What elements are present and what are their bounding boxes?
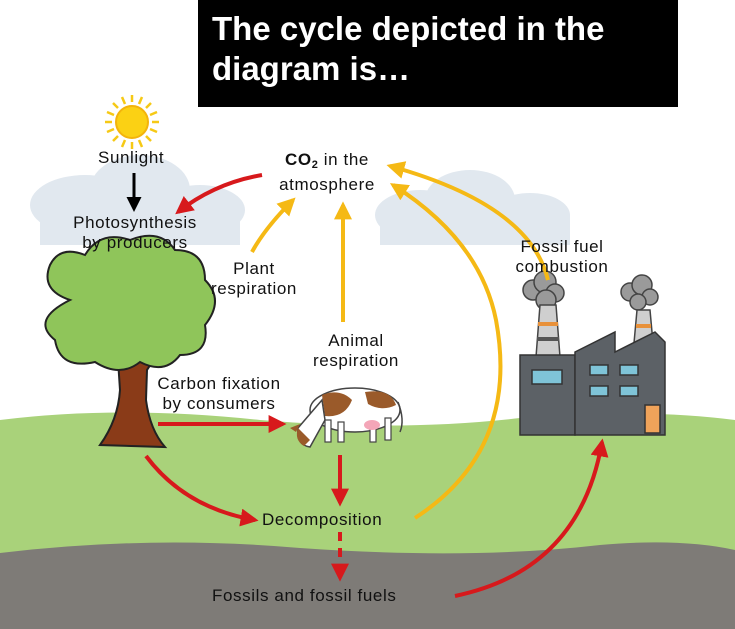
label-decomposition-text: Decomposition — [262, 510, 383, 529]
plant-respiration-arrow — [250, 197, 296, 253]
label-plant-respiration-line1: Plant — [233, 259, 275, 278]
label-co2-atmosphere: CO2 in the atmosphere — [262, 150, 392, 195]
tree-to-decomposition-arrow — [144, 454, 259, 527]
fossils-to-combustion-arrow — [454, 438, 609, 598]
label-photosynthesis: Photosynthesis by producers — [60, 213, 210, 253]
co2-to-photosynthesis-arrow — [175, 173, 263, 215]
cloud-icon — [375, 170, 570, 245]
label-animal-respiration: Animal respiration — [297, 331, 415, 371]
label-carbon-fixation-line1: Carbon fixation — [157, 374, 281, 393]
cow-icon — [290, 387, 403, 448]
label-plant-respiration: Plant respiration — [195, 259, 313, 299]
label-sunlight: Sunlight — [98, 148, 164, 168]
grass-field — [0, 412, 735, 560]
label-fossil-fuel-combustion: Fossil fuel combustion — [502, 237, 622, 277]
label-carbon-fixation-line2: by consumers — [162, 394, 276, 413]
label-co2-line1: CO2 in the — [262, 150, 392, 175]
tree-icon — [44, 234, 216, 449]
label-decomposition: Decomposition — [262, 510, 382, 530]
label-sunlight-text: Sunlight — [98, 148, 165, 167]
label-fossils-text: Fossils and fossil fuels — [212, 586, 397, 605]
label-co2-formula: CO — [285, 150, 312, 169]
label-combustion-line2: combustion — [515, 257, 609, 276]
label-animal-respiration-line2: respiration — [313, 351, 399, 370]
label-co2-subscript: 2 — [311, 159, 319, 171]
factory-icon — [519, 270, 666, 436]
label-photosynthesis-line2: by producers — [82, 233, 188, 252]
label-photosynthesis-line1: Photosynthesis — [73, 213, 197, 232]
label-plant-respiration-line2: respiration — [211, 279, 297, 298]
label-carbon-fixation: Carbon fixation by consumers — [148, 374, 290, 414]
label-co2-line2: atmosphere — [279, 175, 375, 194]
label-combustion-line1: Fossil fuel — [520, 237, 604, 256]
question-title: The cycle depicted in the diagram is… — [212, 10, 605, 87]
sun-icon — [105, 95, 159, 149]
label-fossils: Fossils and fossil fuels — [212, 586, 396, 606]
label-animal-respiration-line1: Animal — [328, 331, 384, 350]
combustion-to-co2-arrow — [386, 161, 550, 281]
label-co2-rest: in the — [323, 150, 369, 169]
decomposition-to-co2-arrow — [389, 183, 503, 520]
ground-soil — [0, 542, 735, 629]
question-title-box: The cycle depicted in the diagram is… — [198, 0, 678, 107]
